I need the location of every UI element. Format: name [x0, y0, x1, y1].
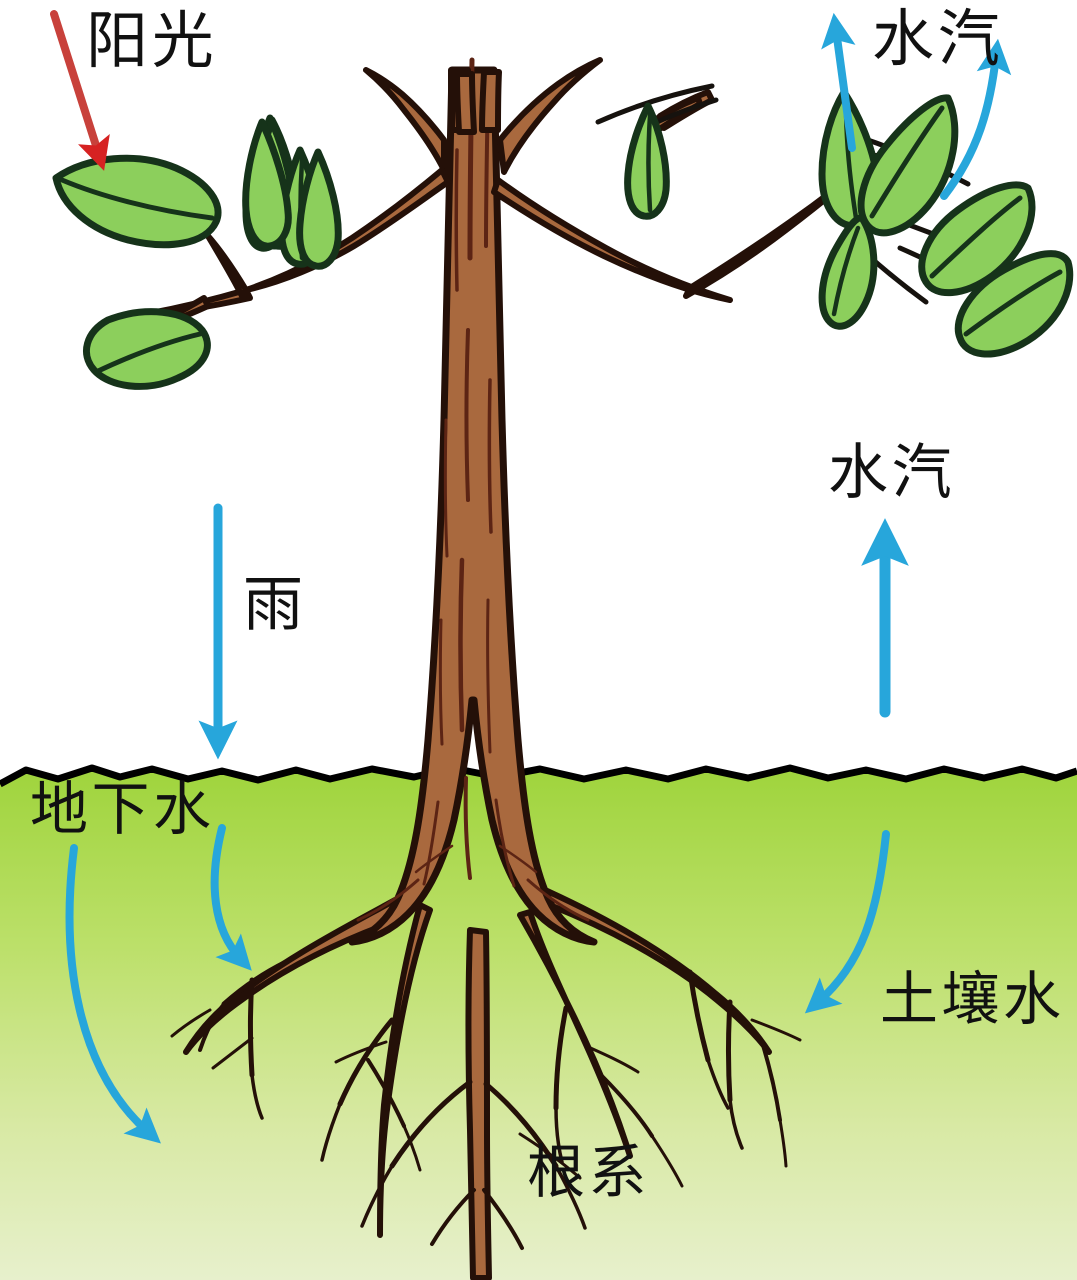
leaf-left-slant	[242, 118, 292, 250]
leaf-cluster-right	[818, 88, 1074, 358]
leaf-left-inner	[296, 148, 342, 270]
groundwater-arrow-right	[210, 824, 252, 971]
soil-body	[0, 768, 1077, 1280]
root-system	[170, 887, 802, 1280]
vapor-arrow-right	[940, 38, 1012, 200]
leaf-right-lower-left	[818, 214, 878, 330]
label-roots: 根系	[527, 1138, 650, 1206]
label-soil-water: 土壤水	[880, 965, 1065, 1033]
root-main-left	[183, 897, 407, 1055]
root-fine-right	[687, 969, 802, 1168]
leaf-left-lower	[83, 308, 211, 390]
root-fine-center-left	[320, 1017, 422, 1172]
root-main-right	[542, 887, 772, 1055]
label-vapor-top: 水汽	[872, 2, 1004, 75]
root-main-center-right	[517, 909, 633, 1159]
soil-water-arrow	[804, 830, 890, 1014]
branch-center-b	[454, 71, 477, 135]
branch-center-c	[479, 69, 502, 133]
groundwater-arrow-left	[65, 844, 161, 1144]
label-rain: 雨	[243, 570, 307, 640]
label-groundwater: 地下水	[30, 775, 215, 843]
root-taproot	[465, 927, 492, 1280]
vapor-arrow-left	[821, 12, 856, 152]
leaf-sunlight-target	[52, 154, 222, 249]
root-main-center-left	[377, 902, 433, 1238]
leaf-right-lower	[954, 250, 1074, 358]
branch-upper-left-fork	[363, 67, 447, 173]
root-fine-center-right	[553, 1005, 684, 1188]
root-fine-taproot	[360, 1079, 587, 1250]
branch-right-main	[491, 177, 733, 303]
sunlight-arrow	[50, 10, 110, 171]
label-vapor-mid: 水汽	[828, 438, 956, 508]
leaf-cluster-left	[52, 114, 342, 390]
label-sunlight: 阳光	[86, 4, 218, 77]
leaf-center-right	[624, 102, 670, 220]
leaf-right-mid	[918, 181, 1036, 297]
root-fine-left	[170, 959, 289, 1120]
trunk-body	[348, 66, 598, 946]
branch-upper-right-fork	[497, 57, 603, 175]
